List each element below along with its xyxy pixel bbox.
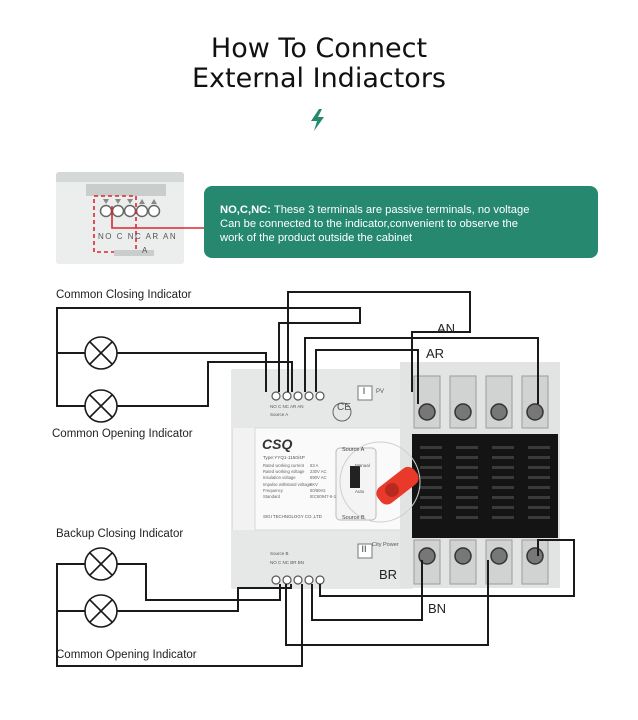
device-source-b-label: Source B — [342, 515, 365, 521]
common-closing-lamp — [84, 336, 118, 370]
device-pv-label: PV — [376, 389, 385, 395]
thumbnail-terminal-screws — [99, 199, 161, 218]
transfer-switch-device — [231, 362, 560, 589]
device-source-a-label: Source A — [342, 447, 365, 453]
common-opening-lamp-top — [84, 389, 118, 423]
page-title-line2: External Indiactors — [192, 63, 446, 94]
common-closing-indicator-label: Common Closing Indicator — [56, 289, 192, 301]
thumbnail-bottom-label: A — [142, 246, 148, 255]
thumbnail-terminal-labels: NO C NC AR AN — [98, 232, 178, 241]
callout-box: NO,C,NC: These 3 terminals are passive t… — [204, 186, 598, 258]
common-opening-indicator-label-top: Common Opening Indicator — [52, 428, 193, 440]
callout-heading: NO,C,NC: — [220, 204, 271, 216]
device-section-1: I — [362, 386, 366, 396]
lightning-bolt-icon — [311, 109, 324, 131]
backup-closing-lamp — [84, 547, 118, 581]
device-bottom-source-label: Source B — [270, 551, 289, 556]
terminal-closeup-thumbnail: NO C NC AR AN A — [56, 172, 184, 264]
device-city-power-label: City Power — [372, 542, 399, 548]
device-manual-label: Manual — [355, 463, 370, 468]
device-top-terminal-labels: NO C NC AR AN — [270, 404, 304, 409]
top-wiring — [56, 291, 539, 407]
device-brand-logo: CSQ — [262, 436, 293, 452]
wire-label-an: AN — [437, 321, 456, 336]
callout-line1: These 3 terminals are passive terminals,… — [270, 204, 530, 216]
device-type-line: Type:YYQ1-1150/4P — [263, 455, 305, 460]
device-ce-mark: CE — [337, 402, 351, 413]
device-bottom-terminal-labels: NO C NC BR BN — [270, 560, 305, 565]
device-maker: SIGI TECHNOLOGY CO.,LTD — [263, 514, 322, 519]
device-auto-label: Auto — [355, 489, 365, 494]
wire-label-bn: BN — [428, 601, 447, 616]
wire-label-br: BR — [379, 567, 398, 582]
common-opening-indicator-label-bottom: Common Opening Indicator — [56, 649, 197, 661]
bottom-wiring — [56, 539, 575, 667]
callout-connector-line — [111, 206, 204, 229]
wire-label-ar: AR — [426, 346, 445, 361]
backup-closing-indicator-label: Backup Closing Indicator — [56, 528, 184, 540]
common-opening-lamp-bottom — [84, 594, 118, 628]
callout-line2: Can be connected to the indicator,conven… — [220, 218, 518, 230]
callout-line3: work of the product outside the cabinet — [220, 232, 413, 244]
red-handle — [376, 466, 419, 505]
page-title-line1: How To Connect — [210, 33, 428, 64]
device-section-2: II — [361, 544, 367, 554]
device-top-source-label: Source A — [270, 412, 289, 417]
